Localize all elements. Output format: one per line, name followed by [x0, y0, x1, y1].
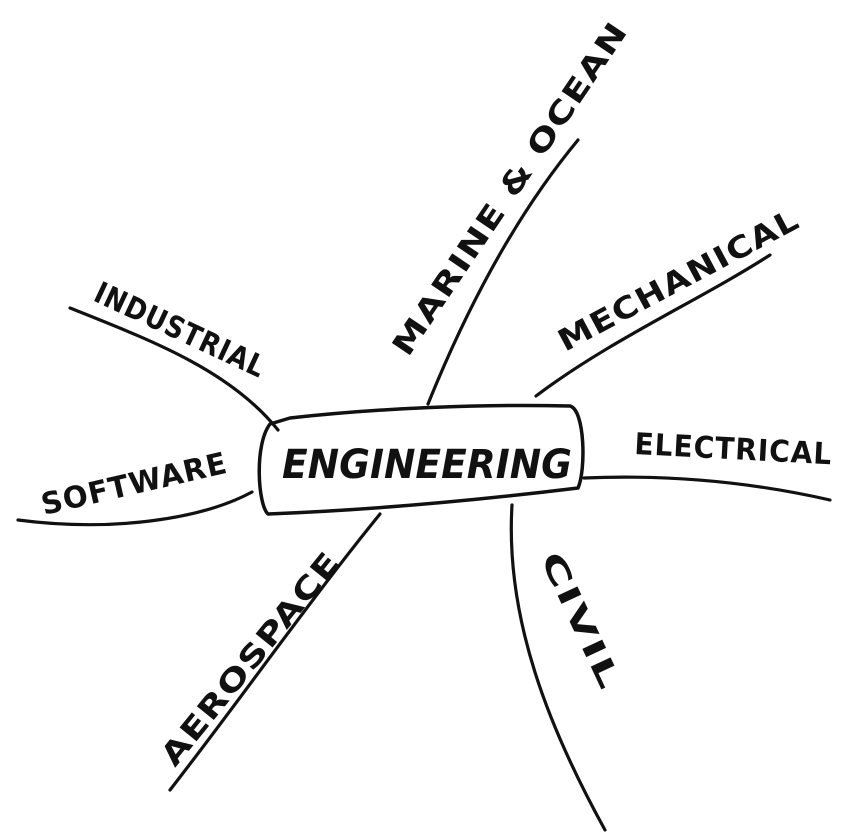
branch-mechanical-label: MECHANICAL	[552, 202, 805, 359]
branch-aerospace: AEROSPACE	[154, 512, 382, 792]
branch-aerospace-line	[168, 512, 382, 792]
branch-civil-line	[509, 503, 607, 832]
branch-software-line	[16, 490, 254, 527]
branch-marine: MARINE & OCEAN	[386, 15, 636, 406]
branch-marine-line	[426, 138, 580, 406]
center-node: ENGINEERING	[257, 403, 585, 516]
branch-mechanical-line	[534, 253, 772, 398]
branch-industrial-label: INDUSTRIAL	[89, 276, 271, 386]
branch-electrical-line	[582, 475, 832, 502]
branch-electrical: ELECTRICAL	[582, 427, 834, 502]
branch-software: SOFTWARE	[16, 446, 254, 527]
branch-mechanical: MECHANICAL	[534, 202, 805, 398]
branch-civil-label: CIVIL	[533, 547, 627, 696]
branch-industrial: INDUSTRIAL	[68, 276, 280, 432]
branch-civil: CIVIL	[509, 503, 627, 832]
center-node-label: ENGINEERING	[282, 442, 572, 488]
branch-aerospace-label: AEROSPACE	[154, 545, 348, 773]
center-node-box	[257, 403, 585, 516]
branch-industrial-line	[68, 306, 280, 432]
branch-electrical-label: ELECTRICAL	[634, 427, 834, 472]
